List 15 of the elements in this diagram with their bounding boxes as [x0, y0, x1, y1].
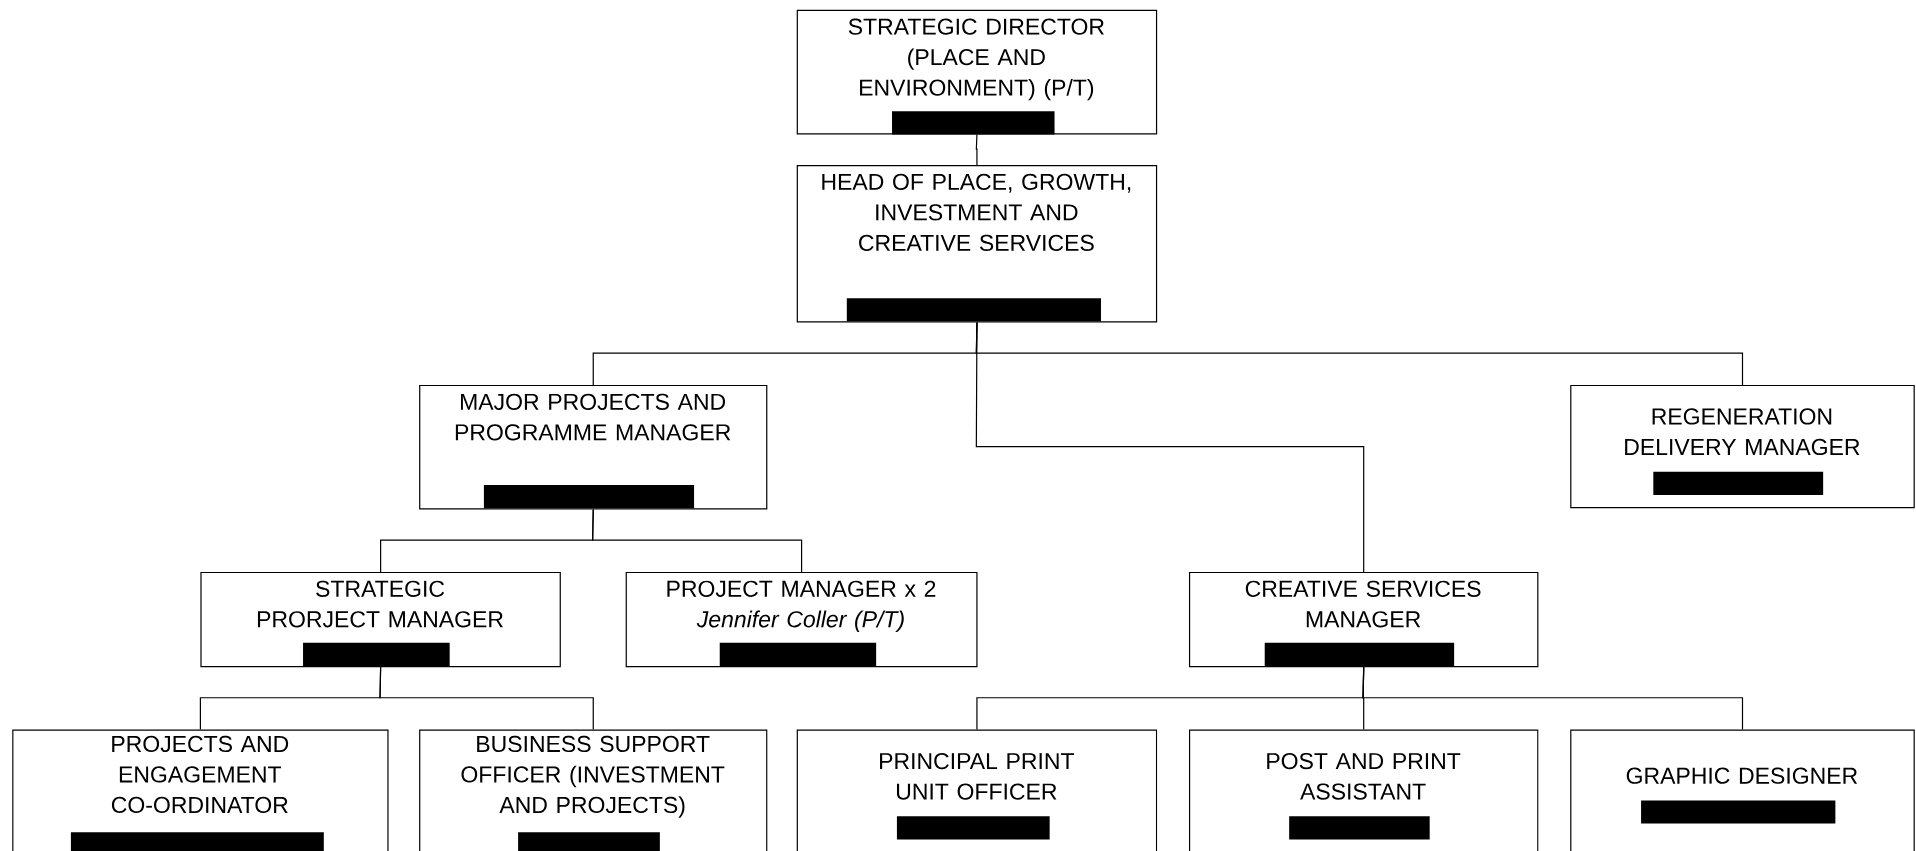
- org-box: POST AND PRINT ASSISTANT: [1188, 729, 1539, 851]
- connector-line: [975, 133, 978, 166]
- org-box: STRATEGIC PRORJECT MANAGER: [200, 571, 561, 668]
- connector-line: [379, 666, 594, 731]
- org-box: GRAPHIC DESIGNER: [1570, 729, 1915, 851]
- connector-line: [592, 508, 803, 573]
- org-box: CREATIVE SERVICES MANAGER: [1188, 571, 1539, 668]
- org-box: PROJECT MANAGER x 2 Jennifer Coller (P/T): [625, 571, 978, 668]
- org-box: BUSINESS SUPPORT OFFICER (INVESTMENT AND PROJECTS): [419, 729, 768, 851]
- connector-line: [975, 321, 1744, 386]
- org-box: PRINCIPAL PRINT UNIT OFFICER: [796, 729, 1158, 851]
- org-box: REGENERATION DELIVERY MANAGER: [1570, 384, 1915, 509]
- connector-line: [1362, 666, 1744, 731]
- org-box: MAJOR PROJECTS AND PROGRAMME MANAGER: [419, 384, 768, 510]
- org-box: HEAD OF PLACE, GROWTH, INVESTMENT AND CREATIVE SERVICES: [796, 164, 1158, 323]
